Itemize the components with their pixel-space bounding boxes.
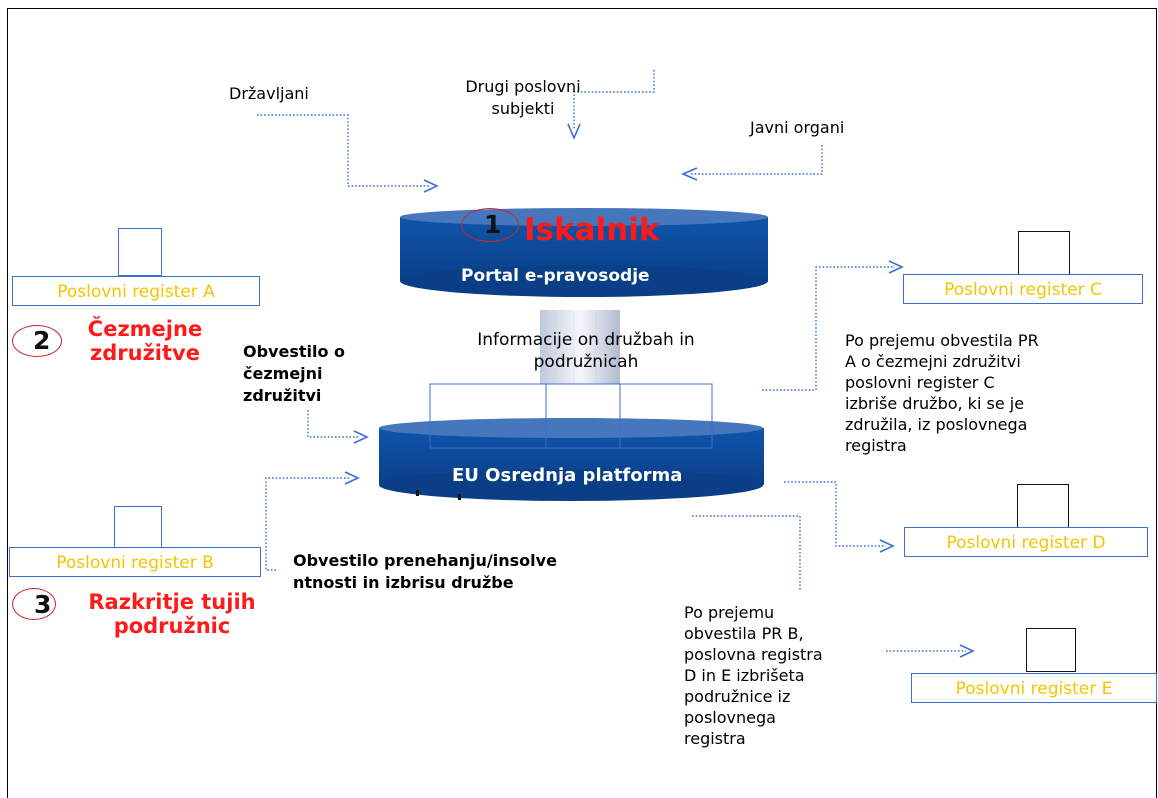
merger-notice-label: Obvestilo o čezmejni združitvi: [243, 342, 346, 405]
register-e: Poslovni register E: [911, 673, 1157, 703]
register-de-outcome: Po prejemu obvestila PR B, poslovna regi…: [684, 603, 823, 748]
connector-register-de: [692, 515, 801, 590]
arrowhead: [888, 260, 904, 274]
arrowhead: [423, 179, 439, 193]
step-2-number: 2: [33, 326, 51, 355]
connector-register-c: [762, 266, 895, 391]
register-c: Poslovni register C: [903, 274, 1143, 304]
merger-feature-label: Čezmejne združitve: [87, 317, 203, 366]
overlay-box: [619, 383, 713, 449]
connector-citizens: [257, 114, 430, 187]
register-b-icon: [114, 506, 162, 548]
arrowhead: [344, 471, 360, 485]
arrowhead: [959, 644, 975, 658]
step-1-marker: [461, 208, 519, 242]
platform-name: EU Osrednja platforma: [452, 465, 683, 486]
connector-register-b: [265, 477, 351, 571]
connector-other-businesses: [573, 70, 655, 130]
arrowhead: [879, 539, 895, 553]
step-3-marker: [12, 588, 56, 620]
other-businesses-label: Drugi poslovni subjekti: [465, 77, 581, 118]
connector-public-authorities: [690, 145, 823, 175]
register-d-icon: [1017, 484, 1069, 528]
register-d: Poslovni register D: [904, 527, 1148, 557]
portal-name: Portal e-pravosodje: [461, 266, 650, 286]
branch-feature-label: Razkritje tujih podružnic: [88, 590, 256, 639]
register-b: Poslovni register B: [9, 547, 261, 577]
exchange-label: Informacije on družbah in podružnicah: [477, 330, 695, 372]
connector-register-d: [784, 481, 886, 547]
register-a: Poslovni register A: [12, 276, 260, 306]
platform-disk: [379, 418, 764, 501]
register-c-icon: [1018, 231, 1070, 275]
connector-merger-notice: [307, 410, 360, 438]
public-authorities-label: Javni organi: [750, 118, 845, 137]
arrowhead: [353, 430, 369, 444]
register-c-outcome: Po prejemu obvestila PR A o čezmejni zdr…: [845, 331, 1039, 455]
arrowhead: [567, 123, 581, 141]
citizens-label: Državljani: [229, 84, 309, 103]
step-2-marker: [12, 325, 62, 357]
portal-search-title: Iskalnik: [524, 212, 660, 248]
diagram-frame: [7, 8, 1157, 798]
register-a-icon: [118, 228, 162, 276]
step-1-number: 1: [484, 210, 502, 239]
closure-notice-label: Obvestilo prenehanju/insolventnosti in i…: [293, 551, 557, 592]
register-e-icon: [1026, 628, 1076, 672]
arrowhead: [680, 167, 698, 181]
exchange-column: [540, 310, 620, 384]
step-3-number: 3: [34, 590, 52, 619]
